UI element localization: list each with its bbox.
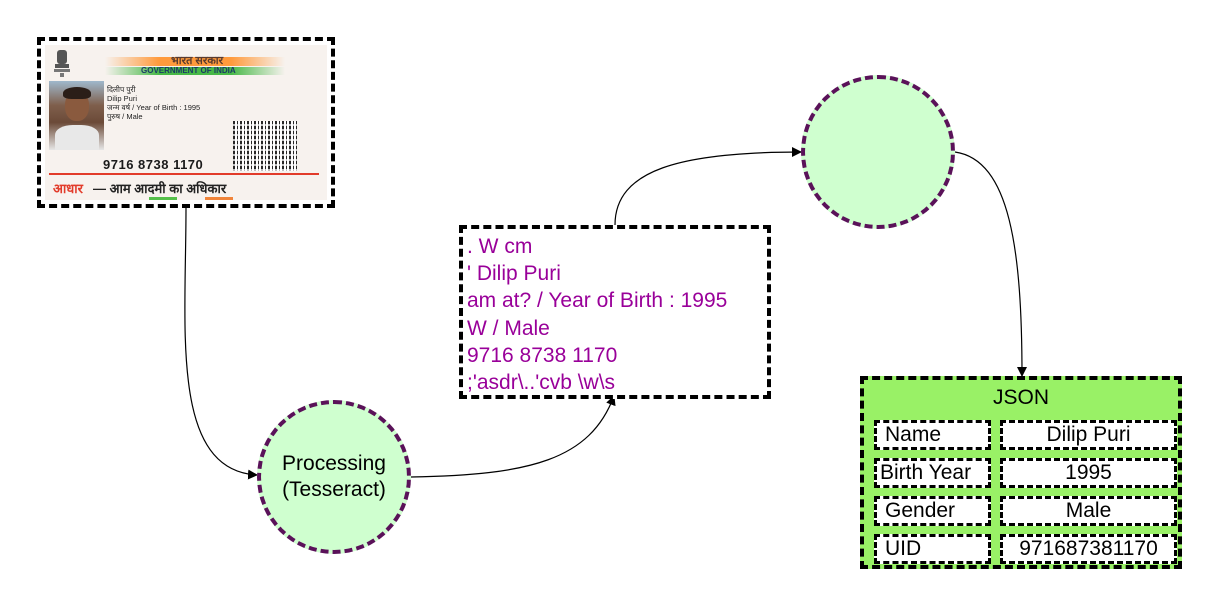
arrow-card-to-processing <box>184 207 258 480</box>
ocr-line: am at? / Year of Birth : 1995 <box>467 289 728 313</box>
holder-photo <box>49 81 104 150</box>
ocr-line: . W cm <box>467 235 533 258</box>
aadhaar-slogan: — आम आदमी का अधिकार <box>93 181 227 196</box>
green-bar <box>149 197 177 200</box>
aadhaar-word: आधार <box>53 181 83 196</box>
arrow-ocr-to-circle <box>614 147 802 226</box>
ocr-line: 9716 8738 1170 <box>467 343 618 367</box>
processing-label: Processing (Tesseract) <box>269 451 399 503</box>
json-key-name: Name <box>874 420 991 450</box>
orange-bar <box>205 197 233 200</box>
processing-label-line1: Processing <box>282 452 386 475</box>
arrow-processing-to-ocr <box>410 395 616 478</box>
ocr-line: ' Dilip Puri <box>467 262 561 286</box>
ocr-output-node: . W cm ' Dilip Puri am at? / Year of Bir… <box>459 225 771 399</box>
flag-orange-band <box>105 57 285 66</box>
hindi-government-label: भारत सरकार <box>171 55 224 67</box>
json-title: JSON <box>992 386 1049 409</box>
name-hindi: दिलीप पुरी <box>107 85 136 94</box>
ocr-line: ;'asdr\..'cvb \w\s <box>467 371 616 395</box>
name-english: Dilip Puri <box>107 94 138 103</box>
arrow-circle-to-json <box>954 151 1027 377</box>
parsing-node <box>801 75 955 229</box>
json-key-birth-year: Birth Year <box>874 458 991 488</box>
json-value-name: Dilip Puri <box>1000 420 1177 450</box>
processing-node: Processing (Tesseract) <box>257 400 411 554</box>
gender-line: पुरुष / Male <box>107 112 143 121</box>
birth-year-line: जन्म वर्ष / Year of Birth : 1995 <box>107 103 201 112</box>
json-value-birth-year: 1995 <box>1000 458 1177 488</box>
json-value-gender: Male <box>1000 496 1177 526</box>
json-value-uid: 971687381170 <box>1000 534 1177 564</box>
flag-green-band <box>105 67 285 75</box>
processing-label-line2: (Tesseract) <box>282 478 386 501</box>
ocr-line: W / Male <box>467 316 550 340</box>
json-output-node: JSON Name Dilip Puri Birth Year 1995 Gen… <box>860 376 1182 569</box>
json-key-gender: Gender <box>874 496 991 526</box>
divider <box>49 173 319 175</box>
uid-number: 9716 8738 1170 <box>103 157 204 172</box>
national-emblem-icon <box>54 50 70 77</box>
json-key-uid: UID <box>874 534 991 564</box>
english-government-label: GOVERNMENT OF INDIA <box>141 66 236 75</box>
id-card-node: भारत सरकार GOVERNMENT OF INDIA दिलीप पुर… <box>37 37 335 208</box>
aadhaar-card-image: भारत सरकार GOVERNMENT OF INDIA दिलीप पुर… <box>45 45 327 200</box>
